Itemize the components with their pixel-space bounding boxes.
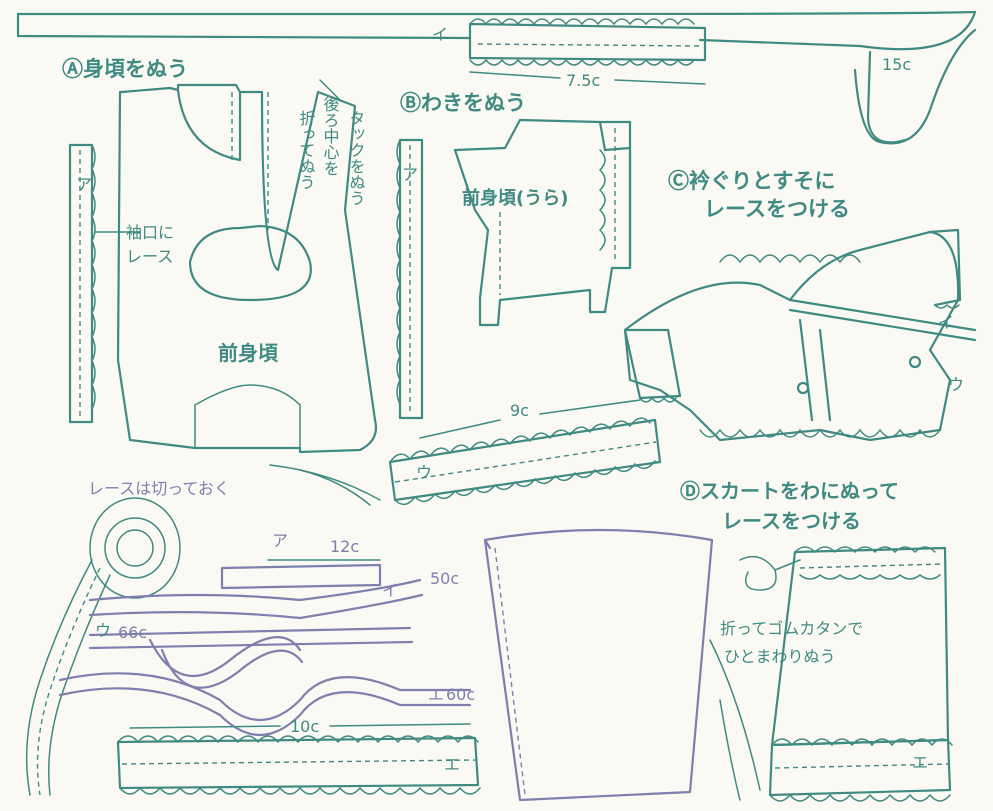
bodice-drawing (68, 79, 424, 454)
step-d-title-line2: レースをつける (722, 509, 861, 533)
step-c-title-line1: Ⓒ衿ぐりとすそに (668, 169, 835, 193)
mark-e-skirt: エ (912, 753, 928, 772)
mark-u-jacket: ウ (948, 375, 964, 394)
jacket-drawing (623, 228, 977, 442)
note-lace-cut: レースは切っておく (88, 479, 230, 498)
note-back-center-line2: 折ってぬう (297, 110, 316, 190)
mark-e-strip: エ (428, 685, 444, 704)
note-tuck: タックをぬう (347, 110, 366, 206)
note-elastic-line1: 折ってゴムカタンで (720, 619, 863, 638)
step-c-title-line2: レースをつける (704, 197, 850, 221)
measure-10: 10c (290, 717, 319, 736)
note-sleeve-line2: レース (126, 247, 173, 266)
mark-i-strip: イ (382, 581, 398, 600)
lace-roll-drawing (25, 497, 181, 796)
side-seam-drawing (453, 118, 632, 327)
mark-i-top: イ (432, 25, 448, 44)
mark-a-left: ア (76, 175, 92, 194)
note-back-center-line1: 後ろ中心を (321, 96, 340, 176)
measure-12: 12c (330, 537, 359, 556)
note-elastic-line2: ひとまわりぬう (724, 647, 836, 666)
measure-66: 66c (118, 623, 147, 642)
lace-10c-drawing (116, 723, 481, 795)
step-a-title: Ⓐ身頃をぬう (62, 57, 188, 81)
mark-u-lace: ウ (416, 463, 432, 482)
measure-7-5: 7.5c (566, 71, 600, 90)
label-front-body: 前身頃 (218, 341, 279, 365)
note-sleeve-line1: 袖口に (126, 223, 174, 242)
measure-9: 9c (510, 401, 529, 420)
label-front-body-inside: 前身頃(うら) (462, 187, 568, 209)
mark-u-strip: ウ (95, 621, 111, 640)
mark-e-lace: エ (444, 755, 460, 774)
step-d-title-line1: Ⓓスカートをわにぬって (680, 479, 899, 503)
mark-a-right: ア (402, 165, 418, 184)
step-b-title: Ⓑわきをぬう (400, 91, 526, 115)
strips-drawing (58, 559, 472, 736)
skirt-tube-drawing (483, 528, 714, 802)
skirt-finished-drawing (709, 546, 953, 802)
mark-i-jacket: イ (938, 313, 954, 332)
measure-15: 15c (882, 55, 911, 74)
mark-a-strip: ア (272, 531, 288, 550)
lace-9c-drawing (269, 399, 662, 506)
top-band-drawing (16, 10, 977, 145)
measure-60: 60c (446, 685, 475, 704)
measure-50: 50c (430, 569, 459, 588)
